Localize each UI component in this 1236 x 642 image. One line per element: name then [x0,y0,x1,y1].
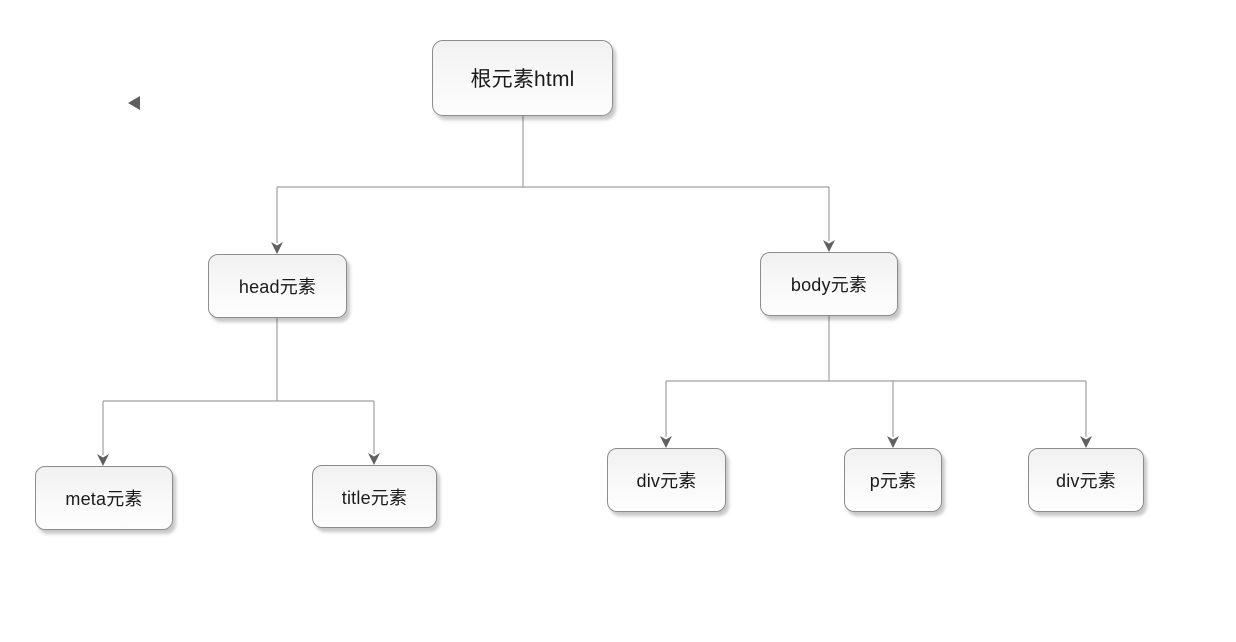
edge-body-children [665,316,1087,437]
node-label: div元素 [1055,471,1116,491]
arrowhead-icon [887,436,899,448]
node-p: p元素 [844,448,942,512]
node-root-html: 根元素html [432,40,613,116]
node-title: title元素 [312,465,437,528]
arrowhead-icon [368,453,380,465]
arrowhead-icon [1080,436,1092,448]
arrowhead-icon [97,454,109,466]
arrowhead-icon [660,436,672,448]
arrowhead-icon [271,242,283,254]
node-body: body元素 [760,252,898,316]
node-head: head元素 [208,254,347,318]
node-meta: meta元素 [35,466,173,530]
node-label: meta元素 [65,489,143,509]
collapse-left-icon[interactable] [128,96,140,110]
node-label: body元素 [790,275,868,295]
arrowhead-icon [823,240,835,252]
edge-root-children [276,116,830,243]
node-div-1: div元素 [607,448,726,512]
edge-head-children [102,318,375,455]
node-label: 根元素html [470,68,575,91]
node-label: title元素 [341,487,408,508]
node-label: div元素 [636,471,697,491]
node-label: head元素 [238,277,317,297]
node-label: p元素 [869,471,917,491]
node-div-2: div元素 [1028,448,1144,512]
